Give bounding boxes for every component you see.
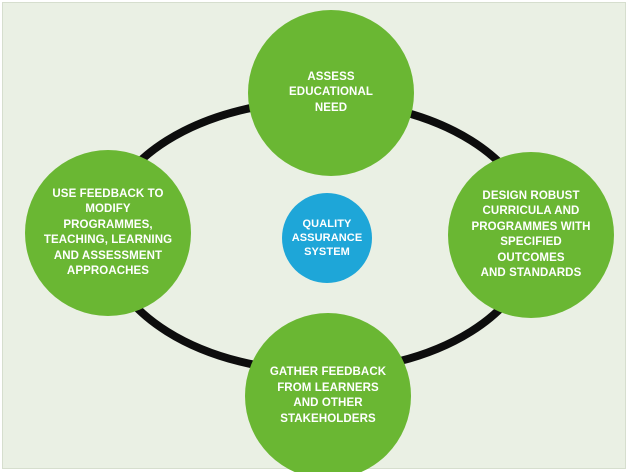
- center-label: QUALITY ASSURANCE SYSTEM: [291, 218, 363, 258]
- node-design-curricula: DESIGN ROBUST CURRICULA AND PROGRAMMES W…: [448, 152, 614, 318]
- node-gather-feedback: GATHER FEEDBACK FROM LEARNERS AND OTHER …: [245, 313, 411, 472]
- node-assess-educational-need-label: ASSESS EDUCATIONAL NEED: [289, 70, 373, 114]
- node-assess-educational-need: ASSESS EDUCATIONAL NEED: [248, 10, 414, 176]
- node-use-feedback-label: USE FEEDBACK TO MODIFY PROGRAMMES, TEACH…: [43, 187, 173, 278]
- node-use-feedback: USE FEEDBACK TO MODIFY PROGRAMMES, TEACH…: [25, 150, 191, 316]
- node-gather-feedback-label: GATHER FEEDBACK FROM LEARNERS AND OTHER …: [269, 366, 387, 425]
- center-quality-assurance-system: QUALITY ASSURANCE SYSTEM: [282, 193, 372, 283]
- node-design-curricula-label: DESIGN ROBUST CURRICULA AND PROGRAMMES W…: [471, 189, 591, 280]
